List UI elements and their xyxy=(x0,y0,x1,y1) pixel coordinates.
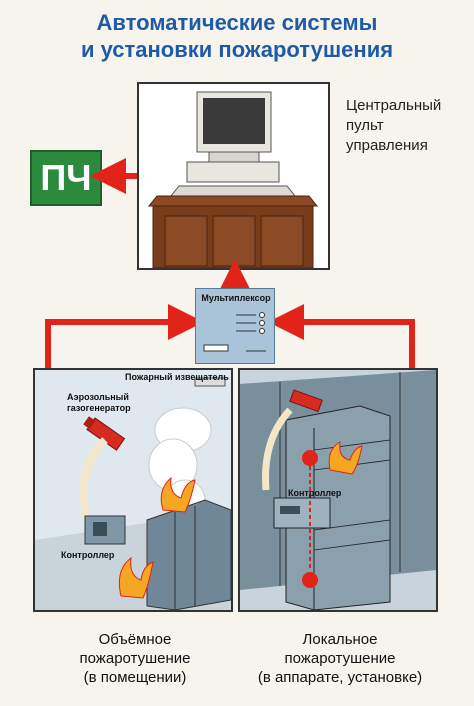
detector-label: Пожарный извещатель xyxy=(125,372,229,382)
central-console-frame xyxy=(137,82,330,270)
left-scene-panel: Пожарный извещатель Аэрозольный газогене… xyxy=(33,368,233,612)
central-console-label: Центральный пульт управления xyxy=(346,97,442,154)
computer-desk-illustration xyxy=(147,91,319,269)
room-illustration xyxy=(35,377,231,610)
left-caption: Объёмное пожаротушение (в помещении) xyxy=(79,631,191,686)
right-scene-panel: Контроллер xyxy=(238,368,438,612)
title-line-2: и установки пожаротушения xyxy=(80,37,394,62)
right-controller-label: Контроллер xyxy=(288,488,342,498)
multiplexer-label: Мультиплексор xyxy=(201,293,271,303)
multiplexer-details xyxy=(203,312,266,352)
multiplexer-box: Мультиплексор xyxy=(195,288,275,364)
generator-label: Аэрозольный газогенератор xyxy=(67,392,131,413)
title-line-1: Автоматические системы xyxy=(96,10,378,35)
right-caption: Локальное пожаротушение (в аппарате, уст… xyxy=(257,631,423,686)
cabinet-illustration xyxy=(240,370,436,610)
left-controller-label: Контроллер xyxy=(61,550,115,560)
fire-department-label: ПЧ xyxy=(40,157,92,198)
